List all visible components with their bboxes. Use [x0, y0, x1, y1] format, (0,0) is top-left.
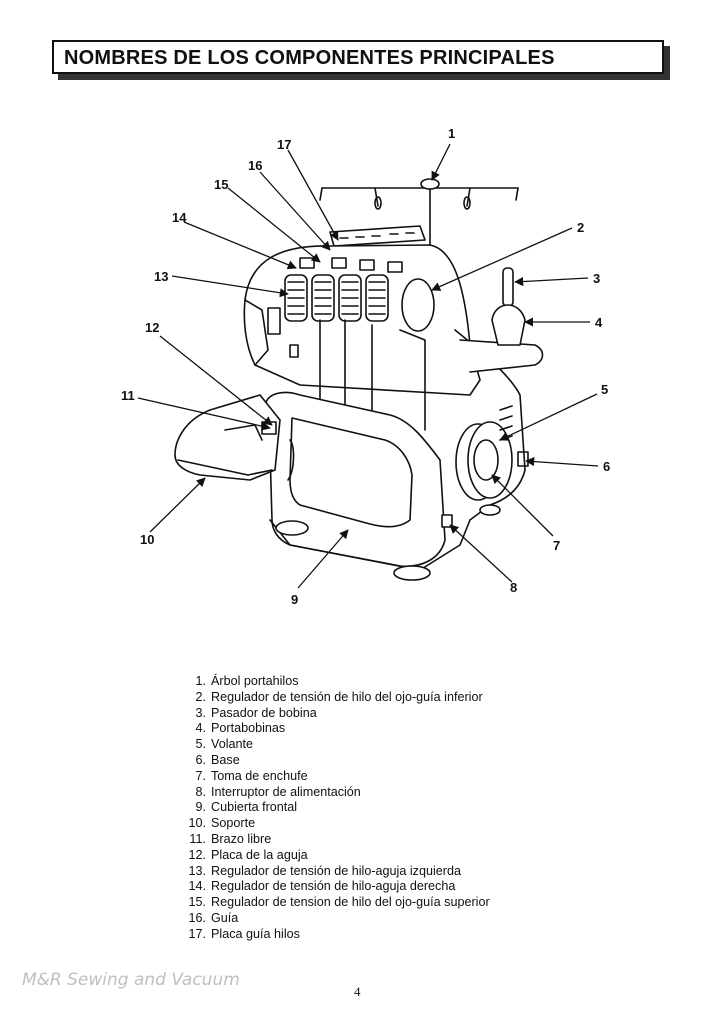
- legend-item: 10. Soporte: [172, 816, 552, 832]
- title-box: NOMBRES DE LOS COMPONENTES PRINCIPALES: [52, 40, 664, 74]
- legend-number: 11.: [189, 831, 206, 846]
- callout-4: 4: [595, 315, 603, 330]
- callout-17: 17: [277, 137, 291, 152]
- tension-dials: [284, 257, 403, 322]
- legend-item: 16. Guía: [172, 911, 552, 927]
- legend-number: 9.: [195, 800, 206, 815]
- legend-item: 5. Volante: [172, 737, 552, 753]
- callout-13: 13: [154, 269, 168, 284]
- legend-item: 4. Portabobinas: [172, 721, 552, 737]
- page-number: 4: [354, 984, 361, 999]
- watermark: M&R Sewing and Vacuum: [22, 970, 240, 990]
- page-title: NOMBRES DE LOS COMPONENTES PRINCIPALES: [64, 47, 555, 69]
- legend-label: Base: [211, 752, 240, 767]
- legend-item: 9. Cubierta frontal: [172, 800, 552, 816]
- legend-label: Cubierta frontal: [211, 800, 298, 815]
- legend-label: Soporte: [211, 816, 256, 831]
- callout-10: 10: [140, 532, 154, 547]
- legend-label: Pasador de bobina: [211, 705, 317, 720]
- callout-5: 5: [601, 382, 608, 397]
- callout-6: 6: [603, 459, 610, 474]
- legend-label: Regulador de tensión de hilo-aguja derec…: [211, 879, 456, 894]
- legend-label: Regulador de tension de hilo del ojo-guí…: [211, 895, 490, 910]
- legend-label: Regulador de tensión de hilo del ojo-guí…: [211, 689, 483, 704]
- legend-item: 1. Árbol portahilos: [172, 674, 552, 690]
- legend-number: 3.: [195, 705, 206, 720]
- machine-drawing: [174, 178, 544, 581]
- legend-number: 15.: [188, 895, 206, 910]
- callout-2: 2: [577, 220, 584, 235]
- legend-number: 7.: [195, 768, 206, 783]
- callout-3: 3: [593, 271, 600, 286]
- callout-leaders: [137, 143, 599, 589]
- legend-number: 1.: [195, 674, 206, 688]
- legend-number: 4.: [195, 721, 206, 736]
- legend-label: Regulador de tensión de hilo-aguja izqui…: [211, 863, 461, 878]
- callout-12: 12: [145, 320, 159, 335]
- legend-label: Guía: [211, 910, 239, 925]
- legend-number: 8.: [195, 784, 206, 799]
- legend-number: 12.: [188, 847, 206, 862]
- legend-item: 12. Placa de la aguja: [172, 848, 552, 864]
- callout-1: 1: [448, 126, 455, 141]
- legend-item: 17. Placa guía hilos: [172, 927, 552, 943]
- callout-16: 16: [248, 158, 262, 173]
- legend-item: 15. Regulador de tension de hilo del ojo-…: [172, 895, 552, 911]
- legend-item: 8. Interruptor de alimentación: [172, 785, 552, 801]
- legend-label: Interruptor de alimentación: [211, 784, 361, 799]
- callout-15: 15: [214, 177, 228, 192]
- serger-machine-diagram: 1 2 3 4 5 6 7 8 9 10 11 12 13 14 15 16 1…: [121, 126, 610, 607]
- legend-item: 6. Base: [172, 753, 552, 769]
- legend-label: Toma de enchufe: [211, 768, 308, 783]
- legend-item: 7. Toma de enchufe: [172, 769, 552, 785]
- legend-label: Brazo libre: [211, 831, 272, 846]
- legend-number: 10.: [188, 816, 206, 831]
- callout-labels: 1 2 3 4 5 6 7 8 9 10 11 12 13 14 15 16 1…: [121, 126, 610, 607]
- components-legend: 1. Árbol portahilos 2. Regulador de tensió…: [172, 674, 552, 943]
- legend-number: 2.: [195, 689, 206, 704]
- callout-11: 11: [121, 388, 135, 403]
- legend-item: 11. Brazo libre: [172, 832, 552, 848]
- legend-label: Placa de la aguja: [211, 847, 308, 862]
- legend-label: Portabobinas: [211, 721, 286, 736]
- legend-item: 3. Pasador de bobina: [172, 706, 552, 722]
- legend-item: 14. Regulador de tensión de hilo-aguja de…: [172, 879, 552, 895]
- callout-14: 14: [172, 210, 187, 225]
- legend-item: 2. Regulador de tensión de hilo del ojo-g…: [172, 690, 552, 706]
- callout-7: 7: [553, 538, 560, 553]
- callout-9: 9: [291, 592, 298, 607]
- legend-number: 13.: [188, 863, 206, 878]
- callout-8: 8: [510, 580, 517, 595]
- legend-item: 13. Regulador de tensión de hilo-aguja iz…: [172, 864, 552, 880]
- legend-number: 6.: [195, 752, 206, 767]
- legend-number: 14.: [188, 879, 206, 894]
- legend-number: 16.: [188, 910, 206, 925]
- legend-label: Volante: [211, 737, 254, 752]
- legend-label: Placa guía hilos: [211, 926, 300, 941]
- legend-number: 5.: [195, 737, 206, 752]
- legend-label: Árbol portahilos: [211, 674, 299, 688]
- legend-number: 17.: [188, 926, 206, 941]
